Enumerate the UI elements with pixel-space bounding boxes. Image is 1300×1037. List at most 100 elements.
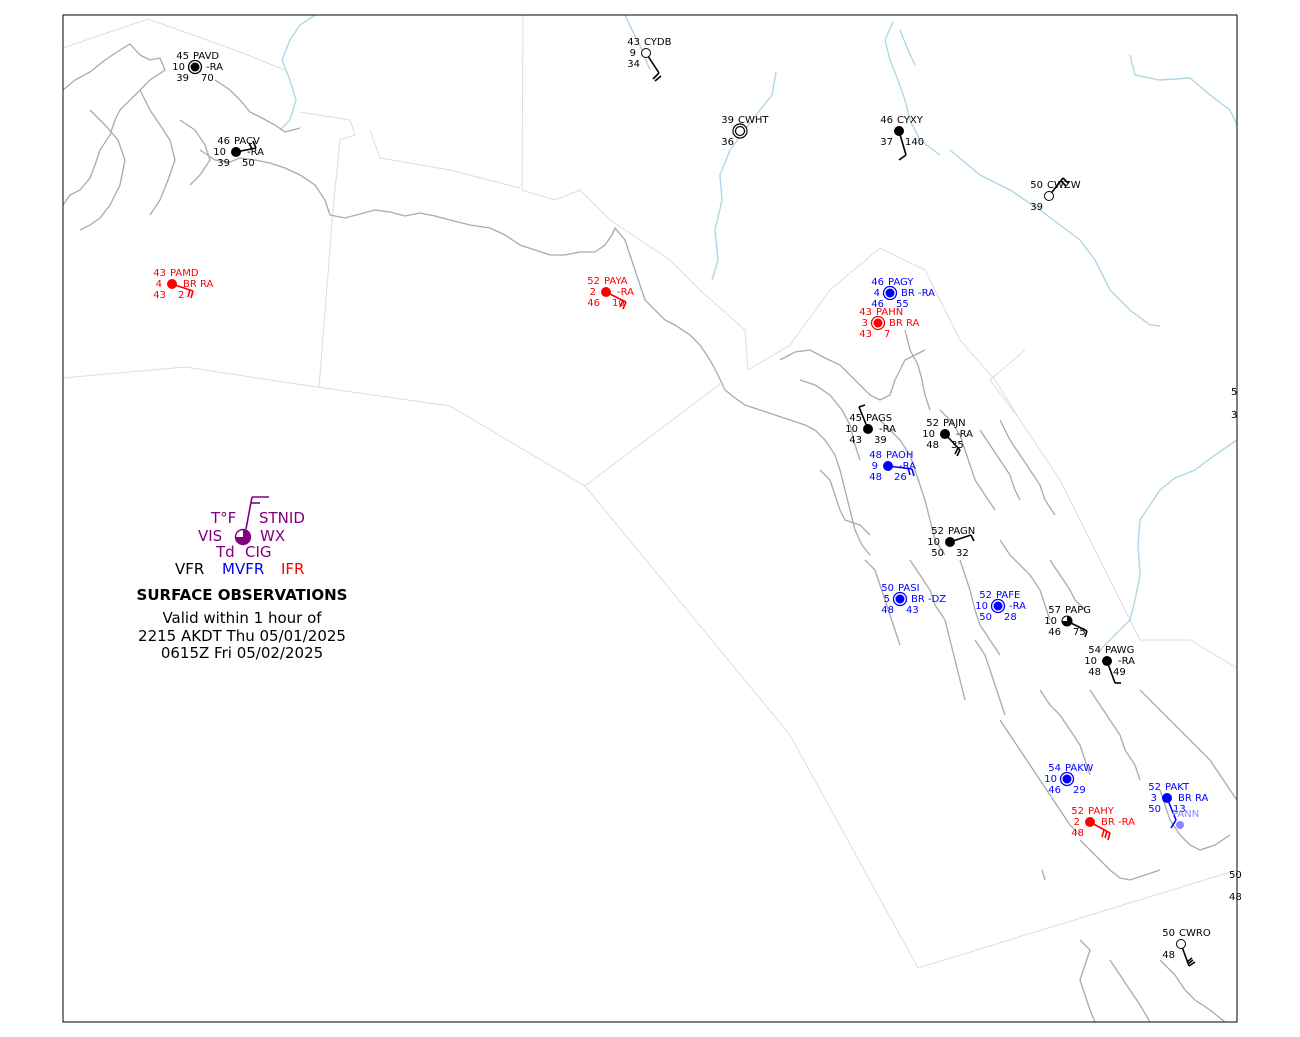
station-vis: 4 xyxy=(156,279,162,290)
station-id: PAHY xyxy=(1088,806,1115,817)
station-temp: 57 xyxy=(1048,605,1061,616)
station-dewpoint: 48 xyxy=(881,605,894,616)
station-temp: 39 xyxy=(721,115,734,126)
wind-barb xyxy=(652,72,660,80)
station-id: PACV xyxy=(234,136,260,147)
sky-cover-icon xyxy=(940,429,950,439)
station-vis: 9 xyxy=(630,48,636,59)
sky-cover-icon xyxy=(1062,774,1072,784)
station-wx: BR RA xyxy=(1178,793,1209,804)
station-temp: 52 xyxy=(1071,806,1084,817)
station-temp: 54 xyxy=(1048,763,1061,774)
wind-barb xyxy=(1186,957,1193,963)
sky-cover-icon xyxy=(894,126,904,136)
edge-station-labels: 5 3 50 48 xyxy=(1229,387,1242,903)
sky-cover-icon xyxy=(885,288,895,298)
station-ceiling: 49 xyxy=(1113,667,1126,678)
wind-barb xyxy=(858,404,866,408)
station-dewpoint: 43 xyxy=(153,290,166,301)
wind-barb xyxy=(1060,180,1067,187)
wind-barb xyxy=(1104,830,1108,839)
station-vis: 3 xyxy=(862,318,868,329)
station-dewpoint: 46 xyxy=(1048,627,1061,638)
wind-barb xyxy=(1101,829,1105,838)
legend-stnid: STNID xyxy=(259,509,305,527)
map-title: SURFACE OBSERVATIONS xyxy=(137,586,348,604)
wind-barb xyxy=(1170,819,1177,829)
station-ceiling: 50 xyxy=(242,158,255,169)
station-ceiling: 2 xyxy=(178,290,184,301)
wind-barb xyxy=(190,290,194,299)
station-dewpoint: 48 xyxy=(869,472,882,483)
wind-barb xyxy=(907,467,911,476)
wind-barb xyxy=(622,301,627,310)
station-dewpoint: 48 xyxy=(1162,950,1175,961)
sky-cover-icon xyxy=(1062,616,1072,626)
svg-text:3: 3 xyxy=(1231,410,1237,421)
station-dewpoint: 50 xyxy=(979,612,992,623)
station-dewpoint: 46 xyxy=(587,298,600,309)
sky-cover-icon xyxy=(863,424,873,434)
station-id: PAGY xyxy=(888,277,914,288)
station-temp: 52 xyxy=(1148,782,1161,793)
station-dewpoint: 50 xyxy=(931,548,944,559)
station-temp: 54 xyxy=(1088,645,1101,656)
station-id: PAKT xyxy=(1165,782,1190,793)
sky-cover-icon xyxy=(601,287,611,297)
station-ceiling: 140 xyxy=(905,137,924,148)
station-vis: 4 xyxy=(874,288,880,299)
wind-barb xyxy=(1188,961,1196,967)
station-id: PAVD xyxy=(193,51,219,62)
station-ceiling: 43 xyxy=(906,605,919,616)
station-dewpoint: 39 xyxy=(217,158,230,169)
station-id: PAGN xyxy=(948,526,975,537)
station-id: PAHN xyxy=(876,307,903,318)
sky-cover-icon xyxy=(1176,939,1186,949)
station-id: PAWG xyxy=(1105,645,1134,656)
station-temp: 50 xyxy=(1030,180,1043,191)
station-vis: 10 xyxy=(1084,656,1097,667)
station-wx: -RA xyxy=(247,147,264,158)
station-temp: 50 xyxy=(881,583,894,594)
station-id: PAFE xyxy=(996,590,1020,601)
station-vis: 2 xyxy=(590,287,596,298)
station-dewpoint: 50 xyxy=(1148,804,1161,815)
wind-barb xyxy=(619,299,624,308)
station-temp: 52 xyxy=(926,418,939,429)
rivers xyxy=(279,15,1237,651)
station-temp: 50 xyxy=(1162,928,1175,939)
station-id: PAPG xyxy=(1065,605,1091,616)
station-vis: 5 xyxy=(884,594,890,605)
wind-barb xyxy=(252,140,257,149)
legend-vis: VIS xyxy=(198,527,222,545)
wind-barb xyxy=(956,449,961,457)
wind-barb xyxy=(1187,959,1194,965)
political-boundaries xyxy=(63,15,1237,969)
station-dewpoint: 39 xyxy=(176,73,189,84)
station-id: CYDB xyxy=(644,37,672,48)
station-ceiling: 7 xyxy=(884,329,890,340)
station-temp: 45 xyxy=(849,413,862,424)
station-temp: 52 xyxy=(979,590,992,601)
station-ceiling: 26 xyxy=(894,472,907,483)
sky-cover-icon xyxy=(873,318,883,328)
legend-wx: WX xyxy=(260,527,285,545)
sky-cover-icon xyxy=(945,537,955,547)
station-ceiling: 70 xyxy=(201,73,214,84)
legend-mvfr: MVFR xyxy=(222,560,264,578)
sky-cover-icon xyxy=(883,461,893,471)
